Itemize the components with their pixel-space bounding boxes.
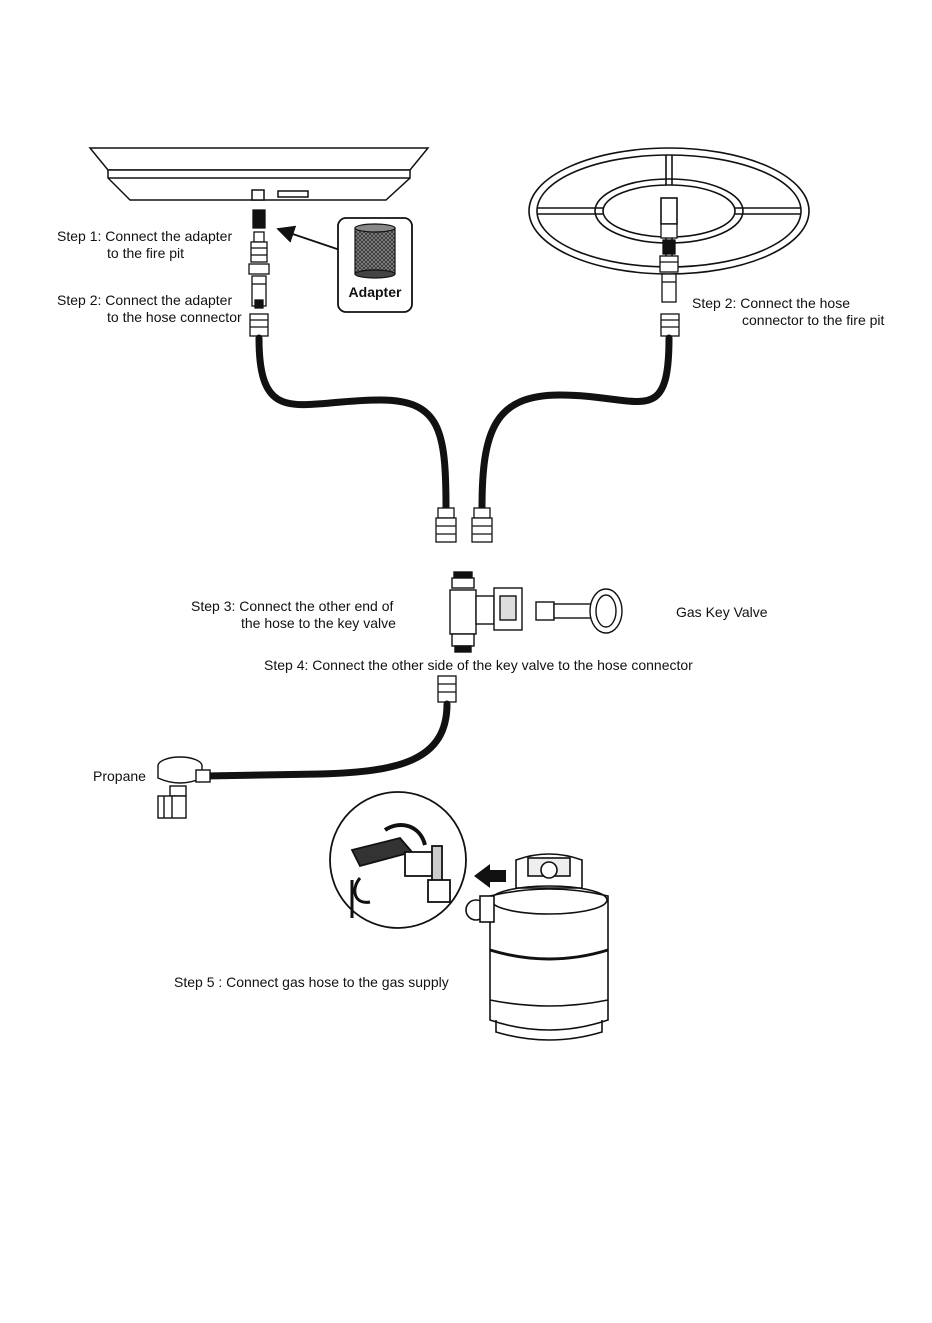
step5-label: Step 5 : Connect gas hose to the gas sup…	[174, 974, 449, 990]
step3-label: Step 3: Connect the other end of the hos…	[191, 598, 396, 631]
hose-end-fittings	[435, 507, 493, 543]
step4-label: Step 4: Connect the other side of the ke…	[264, 657, 693, 673]
gas-key-valve-label: Gas Key Valve	[676, 604, 768, 620]
hose-icon	[255, 334, 673, 512]
burner-ring-icon	[528, 147, 810, 275]
step2-right-label: Step 2: Connect the hose connector to th…	[692, 295, 885, 328]
arrow-icon	[474, 864, 506, 888]
step2-left-label: Step 2: Connect the adapter to the hose …	[57, 292, 242, 325]
regulator-icon	[157, 756, 211, 819]
adapter-label: Adapter	[348, 284, 402, 300]
adapter-icon	[354, 223, 396, 279]
ring-fitting-stack	[659, 223, 680, 337]
adapter-fitting-stack	[248, 209, 270, 337]
step1-label: Step 1: Connect the adapter to the fire …	[57, 228, 233, 261]
lower-hose-icon	[201, 675, 457, 780]
key-valve-icon	[449, 571, 523, 653]
propane-label: Propane	[93, 768, 146, 784]
adapter-callout	[276, 217, 413, 313]
fire-pit-pan-icon	[88, 147, 430, 201]
propane-tank-icon	[465, 853, 609, 1041]
gas-key-icon	[535, 588, 623, 634]
tank-valve-detail-icon	[329, 791, 467, 929]
